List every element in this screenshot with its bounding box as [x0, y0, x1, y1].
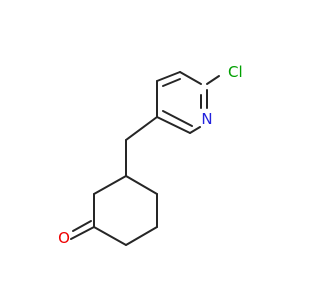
- carbonyl-bond: [72, 220, 92, 232]
- bond: [93, 226, 127, 246]
- methylene-bond: [125, 116, 158, 141]
- oxygen-label: O: [58, 229, 70, 247]
- cyclohexanone-ring: [70, 175, 158, 246]
- bond: [93, 175, 127, 195]
- pyridine-ring: [156, 71, 220, 134]
- chlorine-label: Cl: [228, 63, 243, 81]
- bond: [156, 71, 181, 82]
- bond: [162, 78, 181, 87]
- nitrogen-label: N: [201, 110, 212, 128]
- bond: [179, 71, 202, 85]
- bond: [125, 226, 158, 246]
- bond: [162, 110, 193, 127]
- bond: [206, 75, 220, 85]
- molecule-structure: Cl N O: [58, 63, 243, 247]
- bond: [156, 116, 191, 134]
- bond: [125, 175, 158, 195]
- bond: [189, 126, 201, 134]
- carbonyl-bond: [70, 226, 95, 240]
